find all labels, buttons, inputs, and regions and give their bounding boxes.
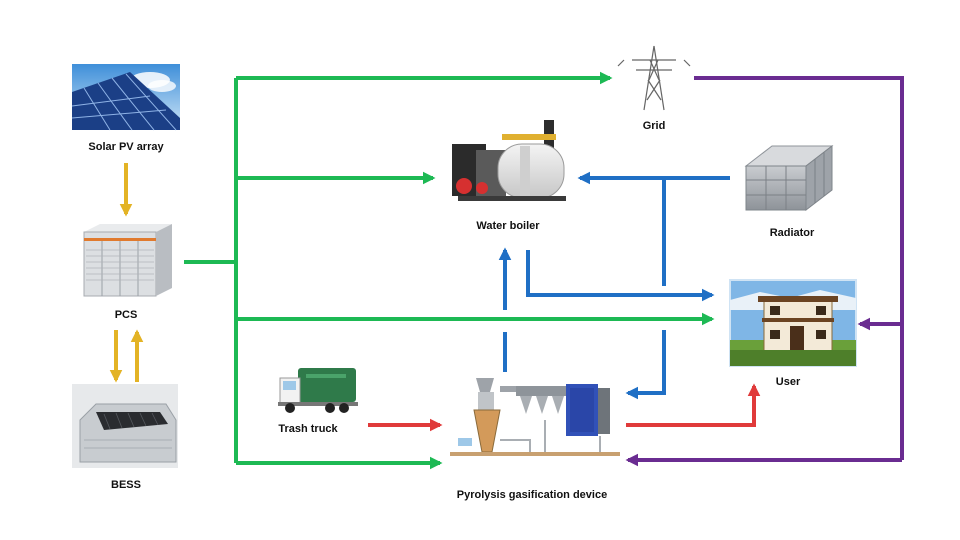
label-solar-pv-array: Solar PV array	[88, 141, 164, 153]
dc-flow-lines	[109, 163, 144, 383]
electric-flow-lines	[184, 71, 715, 470]
pyrolysis-device-icon	[450, 378, 620, 456]
grid-flow-lines	[625, 76, 904, 467]
bess-icon	[72, 384, 178, 468]
label-grid: Grid	[642, 120, 666, 132]
flow-boiler-to-user	[526, 250, 715, 302]
water-boiler-icon	[452, 120, 566, 201]
label-radiator: Radiator	[769, 227, 815, 239]
grid-tower-icon	[617, 45, 691, 111]
label-trash-truck: Trash truck	[278, 423, 338, 435]
label-pyrolysis-gasification-device: Pyrolysis gasification device	[456, 489, 608, 501]
waste-flow-lines	[368, 383, 761, 432]
solar-pv-icon	[71, 64, 180, 131]
flow-to-pyrolysis	[625, 330, 666, 400]
label-bess: BESS	[111, 479, 141, 491]
trash-truck-icon	[278, 368, 358, 413]
grid-bus	[694, 76, 904, 460]
label-user: User	[775, 376, 801, 388]
user-house-icon	[729, 279, 857, 367]
label-water-boiler: Water boiler	[476, 220, 540, 232]
radiator-icon	[744, 144, 834, 212]
label-pcs: PCS	[114, 309, 138, 321]
flow-pyrolysis-to-user	[626, 383, 761, 427]
heat-flow-lines	[498, 171, 730, 400]
pcs-icon	[83, 224, 172, 297]
